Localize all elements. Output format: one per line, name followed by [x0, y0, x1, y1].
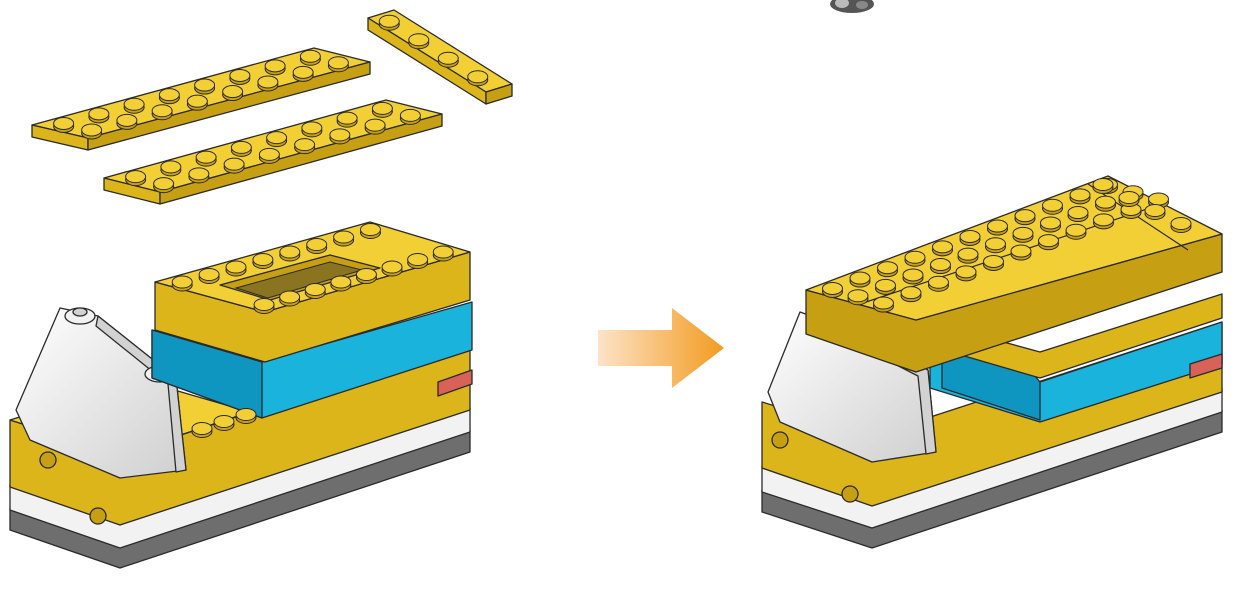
stud: [1014, 209, 1036, 226]
stud: [330, 275, 352, 292]
stud: [230, 140, 252, 157]
stud: [364, 118, 386, 135]
stud: [902, 268, 924, 285]
stud: [186, 94, 208, 111]
stud: [299, 49, 321, 66]
stud: [1042, 198, 1063, 215]
stud: [1093, 213, 1114, 230]
stud: [877, 261, 898, 278]
stud: [191, 422, 213, 438]
stud: [188, 167, 210, 184]
stud: [88, 107, 110, 124]
stud: [987, 219, 1008, 236]
stud: [327, 56, 349, 73]
stud: [301, 121, 323, 138]
stud: [930, 258, 951, 275]
stud: [900, 286, 922, 303]
stud: [1067, 206, 1089, 223]
stud: [432, 245, 454, 262]
stud: [153, 177, 175, 194]
stud: [360, 223, 381, 239]
stud: [264, 59, 286, 76]
stud: [1118, 191, 1140, 207]
stud: [225, 260, 247, 277]
stud: [258, 147, 280, 164]
stud: [171, 275, 193, 292]
stud: [266, 131, 288, 148]
stud: [195, 150, 217, 167]
stud: [333, 230, 355, 247]
stud: [194, 78, 216, 95]
stud: [304, 283, 326, 299]
stud: [849, 271, 871, 288]
stud: [873, 296, 894, 313]
stud: [467, 70, 489, 87]
stud: [292, 65, 314, 82]
stud: [1144, 204, 1166, 220]
lego-studs: [53, 14, 1192, 438]
stud: [229, 68, 251, 85]
stud: [158, 88, 180, 105]
stud: [381, 260, 403, 277]
stud: [151, 104, 173, 121]
stud: [1065, 223, 1087, 240]
stud: [235, 408, 257, 424]
stud: [957, 247, 979, 264]
stud: [983, 254, 1004, 271]
stud: [847, 289, 869, 306]
stud: [213, 415, 235, 431]
stud: [928, 275, 949, 292]
stud: [222, 85, 244, 102]
stud: [125, 170, 147, 187]
left-assembly: [9, 9, 513, 569]
stud: [1095, 195, 1116, 212]
stud: [252, 253, 274, 269]
stud: [81, 123, 103, 140]
stud: [279, 245, 301, 262]
stud: [822, 281, 843, 298]
stud: [306, 238, 328, 254]
stud: [437, 51, 459, 68]
stud: [198, 268, 220, 284]
stud: [399, 108, 421, 125]
stud: [1012, 226, 1034, 243]
stud: [1010, 244, 1032, 261]
stud: [257, 75, 279, 92]
stud: [985, 237, 1006, 254]
stud: [875, 278, 896, 295]
stud: [407, 253, 429, 269]
stud: [1038, 234, 1059, 251]
stud: [223, 157, 245, 174]
stud: [408, 33, 430, 50]
stud: [1040, 216, 1061, 233]
stud: [1092, 178, 1114, 194]
stud: [904, 250, 926, 267]
stud: [294, 138, 316, 155]
right-arrow-icon: [598, 308, 724, 388]
stud: [123, 97, 145, 114]
stud: [371, 101, 393, 118]
stud: [1170, 217, 1192, 233]
stud: [955, 265, 977, 282]
partial-wheel-part: [830, 0, 874, 13]
van-unfinished: [9, 221, 473, 569]
stud: [1069, 188, 1091, 205]
stud: [53, 116, 75, 133]
stud: [932, 240, 953, 257]
stud: [253, 298, 275, 314]
stud: [116, 113, 138, 130]
stud: [959, 229, 981, 246]
stud: [160, 160, 182, 177]
stud: [279, 290, 301, 307]
stud: [329, 128, 351, 145]
stud: [336, 111, 358, 128]
stud: [378, 14, 400, 31]
stud: [355, 268, 377, 284]
